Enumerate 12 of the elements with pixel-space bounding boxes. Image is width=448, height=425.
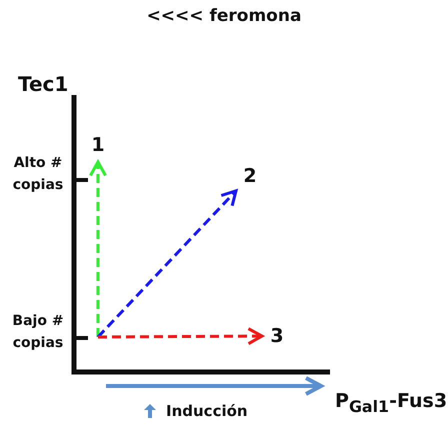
axis-title: Tec1	[18, 72, 68, 96]
arrow	[89, 160, 107, 337]
chart-title: <<<< feromona	[146, 6, 302, 26]
arrow	[98, 327, 264, 346]
axis-title: P$_{Gal1}$-Fus3	[335, 390, 448, 416]
axis-note: Inducción	[166, 402, 248, 420]
point-label: 3	[262, 318, 292, 354]
tick-label: Bajo # copias	[11, 312, 65, 353]
point-label: 1	[86, 128, 110, 162]
tick-label: Alto # copias	[12, 154, 64, 195]
arrow	[96, 189, 238, 338]
point-label: 2	[236, 158, 264, 194]
